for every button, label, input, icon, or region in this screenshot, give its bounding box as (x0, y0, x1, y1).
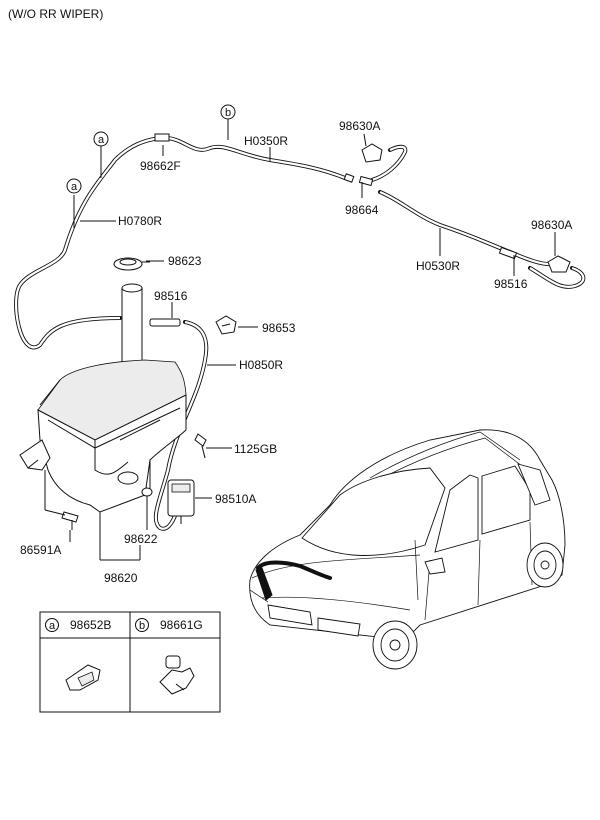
legend-callout-a (45, 618, 59, 632)
car-front-wheel (372, 620, 418, 670)
pump-98510A (167, 479, 195, 524)
nozzle-98630A-top (361, 143, 383, 163)
label-H0780R: H0780R (118, 214, 162, 228)
svg-text:a: a (49, 620, 56, 632)
part-labels: 98630A H0350R 98662F 98664 H0780R 98630A… (20, 119, 572, 585)
hose-routing (14, 136, 586, 531)
nozzle-98630A-right (547, 255, 571, 273)
legend-code-a: 98652B (70, 618, 111, 632)
label-98630A-right: 98630A (531, 218, 572, 232)
clip-98661G (159, 655, 195, 695)
joint-98516-mid (149, 318, 181, 327)
car-hose-highlight (256, 560, 332, 580)
grommet-98622 (141, 487, 153, 497)
label-H0850R: H0850R (239, 358, 283, 372)
variant-title: (W/O RR WIPER) (8, 7, 103, 21)
legend-callout-b (135, 618, 149, 632)
filler-cap (113, 257, 150, 271)
callout-b-top: b (220, 104, 236, 120)
label-98653: 98653 (262, 321, 296, 335)
reservoir-tank (19, 257, 187, 513)
label-H0530R: H0530R (416, 259, 460, 273)
label-98622: 98622 (124, 532, 158, 546)
label-H0350R: H0350R (244, 134, 288, 148)
label-1125GB: 1125GB (234, 442, 277, 456)
label-98516-right: 98516 (494, 277, 528, 291)
legend-code-b: 98661G (160, 618, 203, 632)
label-86591A: 86591A (20, 543, 61, 557)
svg-text:b: b (225, 107, 231, 119)
svg-text:b: b (139, 620, 145, 632)
callout-a-upper: a (93, 131, 109, 147)
leader-lines (44, 118, 556, 561)
label-98516-mid: 98516 (154, 289, 188, 303)
car-illustration (249, 429, 566, 670)
callout-a-lower: a (66, 178, 82, 194)
label-98630A-top: 98630A (339, 119, 380, 133)
car-rear-wheel (526, 542, 564, 588)
bolt-1125GB (194, 433, 207, 459)
clip-98652B (65, 664, 101, 691)
label-98662F: 98662F (140, 159, 181, 173)
label-98664: 98664 (345, 203, 379, 217)
clip-98653 (215, 315, 237, 335)
label-98623: 98623 (168, 254, 202, 268)
svg-text:a: a (71, 181, 78, 193)
bolt-86591A (61, 511, 79, 530)
svg-text:a: a (98, 134, 105, 146)
hose-joints (149, 133, 518, 327)
label-98510A: 98510A (215, 492, 256, 506)
legend-table: a 98652B b 98661G (39, 611, 221, 713)
label-98620: 98620 (104, 571, 138, 585)
